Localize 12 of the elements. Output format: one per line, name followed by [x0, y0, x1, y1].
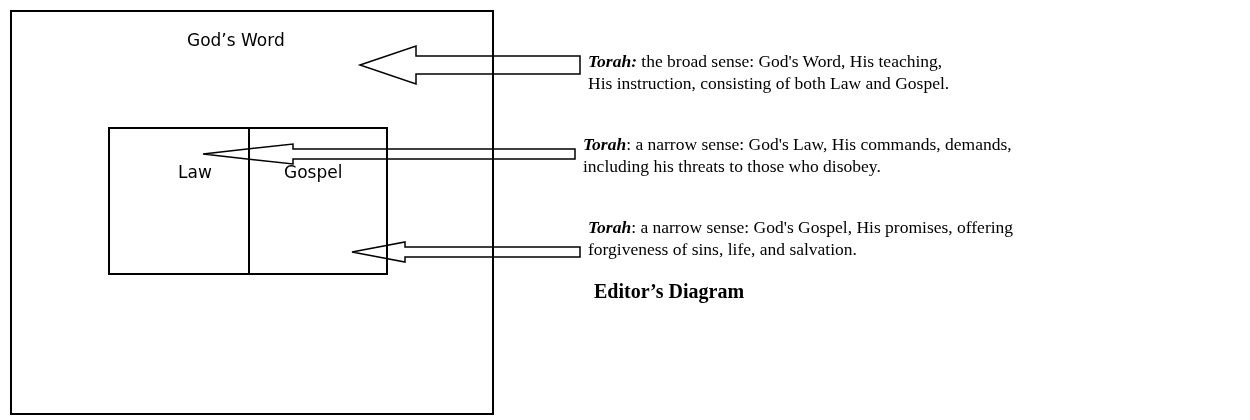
caption: Editor’s Diagram [594, 280, 745, 303]
panel-label: Law [178, 162, 212, 182]
definition-text: Torah: the broad sense: God's Word, His teaching, His instruction, consisting of both Law and Gospel. [588, 50, 960, 94]
box-heading: God’s Word [187, 30, 285, 50]
definition-text: Torah: a narrow sense: God's Law, His commands, demands, including his threats to those who disobey. [583, 133, 1035, 177]
block-arrow [202, 143, 576, 165]
block-arrow [357, 44, 581, 86]
panel-label: Gospel [284, 162, 343, 182]
block-arrow [351, 241, 581, 263]
definition-text: Torah: a narrow sense: God's Gospel, His promises, offering forgiveness of sins, life, and salvation. [588, 216, 1040, 260]
inner-box [108, 127, 388, 275]
outer-box [10, 10, 494, 415]
